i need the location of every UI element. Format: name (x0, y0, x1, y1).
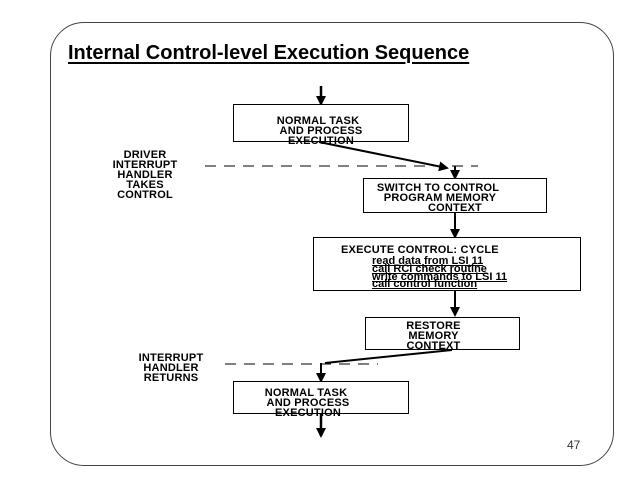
driver-interrupt-label: DRIVER INTERRUPT HANDLER TAKES CONTROL (112, 149, 178, 201)
arrow-to-normal-task-bottom (324, 349, 453, 364)
restore-context-label: RESTORE MEMORY CONTEXT (406, 320, 461, 352)
switch-context-label: SWITCH TO CONTROL PROGRAM MEMORY CONTEXT (376, 182, 500, 214)
execute-step-1: read data from LSI 11 (372, 255, 484, 267)
execute-cycle-box (313, 237, 581, 291)
slide-frame (50, 22, 614, 466)
switch-context-box (363, 178, 547, 213)
page-number: 47 (567, 438, 581, 452)
execute-step-3: write commands to LSI 11 (372, 271, 508, 283)
execute-step-4: call control function (372, 278, 478, 290)
restore-context-box (365, 317, 520, 350)
normal-task-box-top (233, 104, 409, 142)
slide-title: Internal Control-level Execution Sequenc… (68, 42, 470, 64)
execute-step-2: call RCI check routine (372, 263, 487, 275)
normal-task-label-top: NORMAL TASK AND PROCESS EXECUTION (276, 115, 363, 147)
normal-task-label-bottom: NORMAL TASK AND PROCESS EXECUTION (264, 387, 350, 419)
arrow-to-switch-context (318, 141, 449, 172)
interrupt-returns-label: INTERRUPT HANDLER RETURNS (138, 352, 204, 384)
execute-cycle-heading: EXECUTE CONTROL: CYCLE (341, 244, 499, 256)
normal-task-box-bottom (233, 381, 409, 414)
